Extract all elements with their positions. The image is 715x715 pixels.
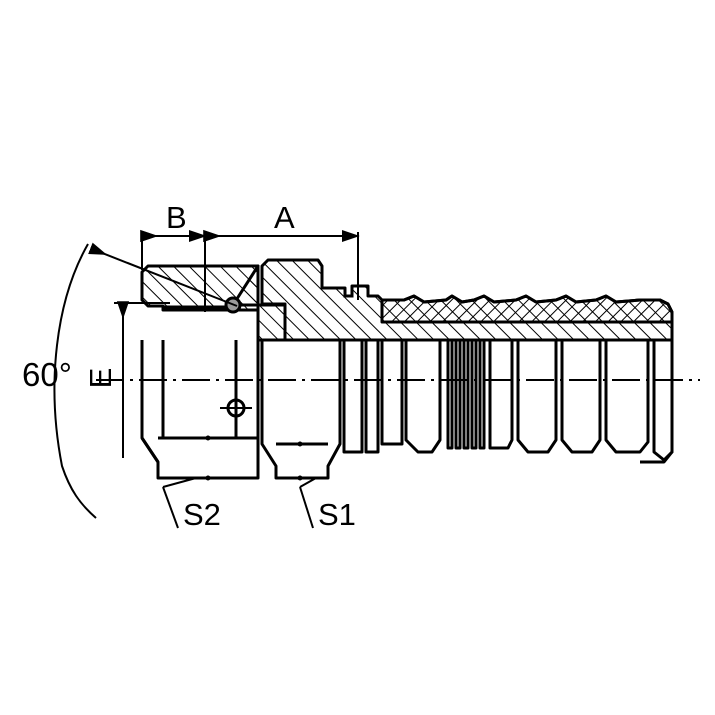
barb-segment-3	[560, 340, 602, 454]
dimension-b-label: B	[166, 200, 187, 235]
hex-nut-s2-outline	[140, 340, 260, 480]
hex-s1-label: S1	[318, 497, 356, 532]
leader-line-s2-tail	[162, 486, 179, 529]
dimension-a-label: A	[274, 200, 295, 235]
hex-callout-group: S2 S1	[162, 477, 356, 532]
barb-rib-group	[446, 340, 486, 450]
barb-segment-2	[516, 340, 558, 454]
collar-ring-1	[342, 340, 364, 454]
body-shoulder-notch	[343, 286, 354, 298]
angle-leader-line	[88, 242, 238, 307]
barb-shaft-outline	[404, 340, 442, 454]
upper-half-section	[140, 258, 674, 342]
angle-arc	[53, 243, 97, 519]
leader-line-s2	[162, 477, 197, 488]
hex-dot-s2-upper	[205, 435, 211, 441]
horizontal-dimension-group: B A	[140, 200, 360, 312]
barb-segment-4	[604, 340, 650, 454]
crosshair-symbol	[220, 392, 252, 424]
lower-half-outline	[140, 312, 674, 480]
collar-ring-3	[380, 340, 404, 446]
leader-line-s1	[299, 477, 317, 488]
vertical-dimension-group: E	[83, 301, 170, 458]
barb-end-outline	[652, 340, 674, 462]
dimension-e-label: E	[83, 368, 118, 389]
hex-nut-s2-chamfer-line	[140, 437, 160, 463]
collar-ring-2	[364, 340, 380, 454]
hex-s2-label: S2	[183, 497, 221, 532]
angle-label: 60°	[22, 356, 72, 393]
hex-center-dots	[205, 435, 303, 481]
barb-segment-1	[488, 340, 514, 450]
hex-dot-s2-lower	[205, 475, 211, 481]
hex-dot-s1-upper	[297, 441, 303, 447]
leader-line-s1-tail	[299, 486, 314, 529]
barb-serration-band	[380, 294, 674, 324]
hex-dot-s1-lower	[297, 475, 303, 481]
barb-outer-silhouette	[640, 312, 674, 464]
angle-callout-group: 60°	[22, 242, 238, 519]
hex-nut-s1-outline	[260, 340, 342, 480]
